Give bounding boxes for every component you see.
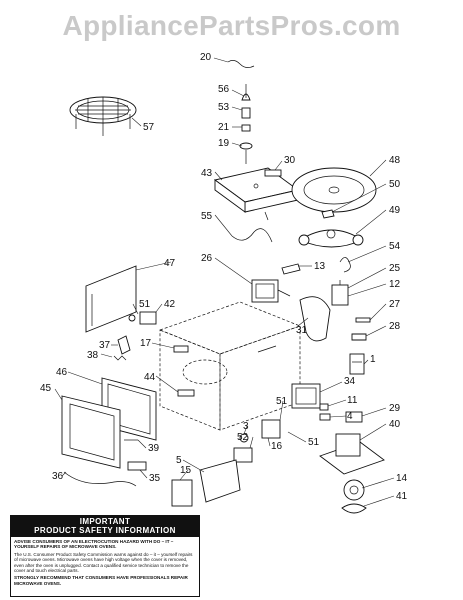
callout-36: 36 (52, 471, 64, 482)
mounting-plate (213, 167, 300, 221)
callout-30: 30 (284, 155, 296, 166)
roller-guide (298, 229, 364, 248)
callout-41: 41 (396, 491, 408, 502)
latch-switch-assembly (128, 311, 157, 325)
terminal-block (264, 169, 282, 177)
callout-16: 16 (271, 441, 283, 452)
callout-49: 49 (389, 205, 401, 216)
callout-38: 38 (87, 350, 99, 361)
thermal-cutout-wire (231, 228, 273, 243)
callout-5: 5 (176, 455, 182, 466)
fan-blade (343, 479, 365, 501)
callout-28: 28 (389, 321, 401, 332)
diode-4 (319, 413, 331, 421)
fan-plate (341, 503, 367, 514)
callout-46: 46 (56, 367, 68, 378)
safety-title-line2: PRODUCT SAFETY INFORMATION (34, 526, 176, 535)
relay-29 (345, 411, 363, 423)
transformer (251, 279, 291, 303)
spring-38 (113, 355, 127, 361)
part-callouts: 20 56 53 57 21 19 30 48 43 50 55 49 26 1… (40, 52, 408, 502)
callout-20: 20 (200, 52, 212, 63)
callout-3: 3 (243, 421, 249, 432)
side-panel (85, 265, 137, 333)
magnetron (291, 383, 321, 409)
callout-4: 4 (347, 411, 353, 422)
pin (355, 317, 371, 323)
hinge-17 (173, 345, 189, 353)
stirrer-motor (233, 433, 253, 463)
callout-44: 44 (144, 372, 156, 383)
callout-15: 15 (180, 465, 192, 476)
stirrer-shaft-stack (239, 84, 253, 164)
callout-47: 47 (164, 258, 176, 269)
fuse-terminal (281, 263, 301, 275)
callout-19: 19 (218, 138, 230, 149)
product-safety-information-box: IMPORTANT PRODUCT SAFETY INFORMATION ADV… (10, 515, 200, 597)
wire-harness (227, 60, 255, 68)
callout-17: 17 (140, 338, 152, 349)
callout-53: 53 (218, 102, 230, 113)
air-duct (299, 296, 331, 342)
callout-34: 34 (344, 376, 356, 387)
callout-13: 13 (314, 261, 326, 272)
callout-56: 56 (218, 84, 230, 95)
hinge-44 (177, 389, 195, 397)
safety-paragraph-3: STRONGLY RECOMMEND THAT CONSUMERS HAVE P… (14, 575, 188, 586)
wire-36 (63, 471, 137, 487)
grill-rack (69, 96, 137, 136)
callout-31: 31 (296, 325, 308, 336)
callout-12: 12 (389, 279, 401, 290)
callout-14: 14 (396, 473, 408, 484)
callout-45: 45 (40, 383, 52, 394)
callout-51: 51 (139, 299, 151, 310)
capacitor (331, 280, 349, 306)
safety-header: IMPORTANT PRODUCT SAFETY INFORMATION (11, 516, 199, 537)
callout-29: 29 (389, 403, 401, 414)
callout-51c: 51 (308, 437, 320, 448)
vent-duct (171, 459, 241, 507)
callout-1: 1 (370, 354, 376, 365)
safety-paragraph-1: ADVISE CONSUMERS OF AN ELECTROCUTION HAZ… (14, 539, 174, 550)
callout-48: 48 (389, 155, 401, 166)
callout-25: 25 (389, 263, 401, 274)
callout-54: 54 (389, 241, 401, 252)
door-assembly (61, 395, 121, 469)
callout-50: 50 (389, 179, 401, 190)
callout-26: 26 (201, 253, 213, 264)
hook (339, 257, 351, 273)
turntable-tray (291, 167, 377, 213)
transformer-base (319, 433, 385, 475)
bracket-28 (351, 333, 367, 341)
leader-lines (54, 57, 395, 507)
callout-52: 52 (237, 432, 249, 443)
callout-37: 37 (99, 340, 111, 351)
oven-cavity (159, 301, 301, 431)
safety-title-line1: IMPORTANT (79, 517, 131, 526)
callout-43: 43 (201, 168, 213, 179)
callout-57: 57 (143, 122, 155, 133)
screw-11 (319, 403, 329, 411)
callout-40: 40 (389, 419, 401, 430)
callout-21: 21 (218, 122, 230, 133)
callout-42: 42 (164, 299, 176, 310)
callout-55: 55 (201, 211, 213, 222)
callout-51b: 51 (276, 396, 288, 407)
callout-11: 11 (347, 395, 358, 406)
watermark: AppliancePartsPros.com (62, 10, 401, 41)
callout-35: 35 (149, 473, 161, 484)
safety-paragraph-2: The U.S. Consumer Product Safety Commiss… (14, 551, 193, 574)
callout-27: 27 (389, 299, 401, 310)
switch-16 (261, 419, 281, 439)
choke-35 (127, 461, 147, 471)
coupler (321, 209, 335, 219)
bracket-1 (349, 353, 365, 375)
callout-39: 39 (148, 443, 160, 454)
latch-37 (117, 335, 131, 355)
